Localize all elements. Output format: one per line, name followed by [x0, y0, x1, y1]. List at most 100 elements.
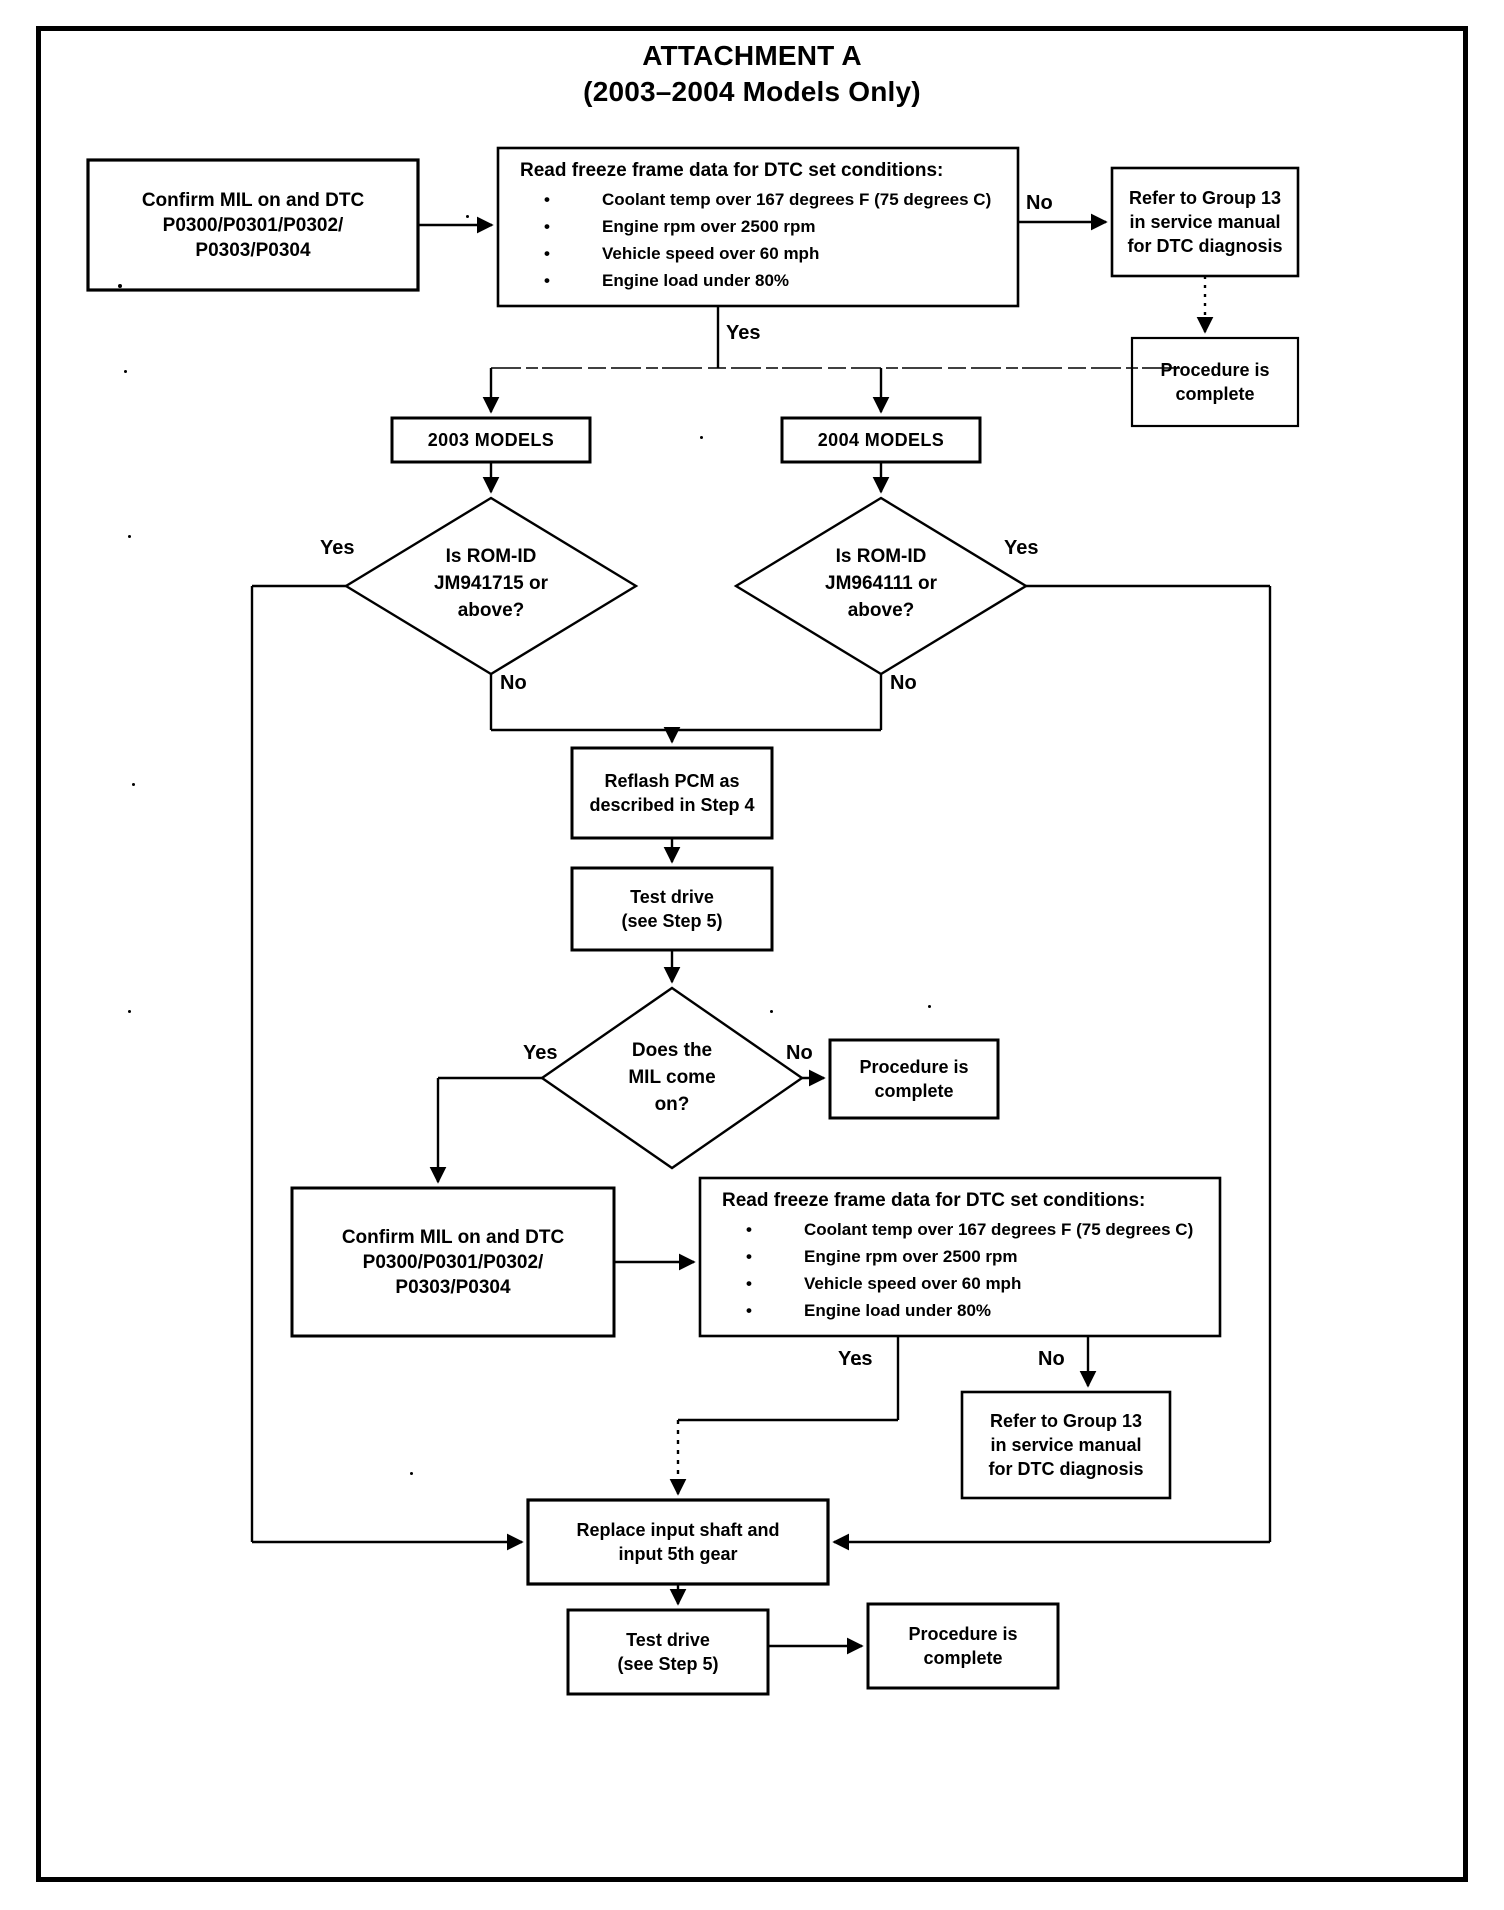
confirm-mil-top-line2: P0300/P0301/P0302/	[162, 214, 344, 236]
refer-group13-lower-line2: in service manual	[990, 1435, 1142, 1455]
refer-group13-top-line3: for DTC diagnosis	[1127, 236, 1283, 256]
bullet-icon: •	[544, 190, 550, 209]
procedure-complete-bottom-line1: Procedure is	[908, 1624, 1018, 1644]
list-item: • Coolant temp over 167 degrees F (75 deg…	[746, 1216, 1214, 1243]
mil-come-on-line2: MIL come	[628, 1067, 716, 1088]
refer-group13-lower-line1: Refer to Group 13	[989, 1411, 1143, 1431]
bullet-icon: •	[544, 271, 550, 290]
rom-id-2003-line3: above?	[457, 600, 525, 621]
node-mil-come-on: Does the MIL come on?	[572, 1037, 772, 1118]
bullet-icon: •	[544, 217, 550, 236]
mil-come-on-line3: on?	[654, 1094, 690, 1115]
models-2004-label: 2004 MODELS	[817, 429, 945, 450]
node-2004-models: 2004 MODELS	[782, 418, 980, 462]
scan-speck	[128, 535, 131, 538]
node-refer-group13-top: Refer to Group 13 in service manual for …	[1112, 168, 1298, 276]
freeze-frame-top-item-1: Coolant temp over 167 degrees F (75 degr…	[602, 190, 992, 209]
list-item: • Vehicle speed over 60 mph	[746, 1270, 1214, 1297]
rom-id-2003-line2: JM941715 or	[433, 573, 549, 594]
page-title: ATTACHMENT A	[642, 40, 862, 71]
edge-label-lower-no: No	[1038, 1348, 1065, 1370]
models-2003-label: 2003 MODELS	[427, 429, 555, 450]
freeze-frame-lower-item-3: Vehicle speed over 60 mph	[804, 1274, 1022, 1293]
edge-label-mil-no: No	[786, 1042, 813, 1064]
procedure-complete-mid-line1: Procedure is	[859, 1057, 969, 1077]
procedure-complete-top-line2: complete	[1175, 384, 1255, 404]
bullet-icon: •	[746, 1247, 752, 1266]
mil-come-on-line1: Does the	[631, 1040, 713, 1061]
procedure-complete-bottom-line2: complete	[923, 1648, 1003, 1668]
list-item: • Engine load under 80%	[746, 1297, 1214, 1324]
test-drive-bottom-line1: Test drive	[626, 1630, 710, 1650]
reflash-pcm-line1: Reflash PCM as	[604, 771, 740, 791]
bullet-icon: •	[544, 244, 550, 263]
replace-input-shaft-line1: Replace input shaft and	[576, 1520, 780, 1540]
confirm-mil-top-line1: Confirm MIL on and DTC	[141, 189, 365, 211]
scan-speck	[132, 783, 135, 786]
node-test-drive-bottom: Test drive (see Step 5)	[568, 1610, 768, 1694]
freeze-frame-lower-item-4: Engine load under 80%	[804, 1301, 992, 1320]
rom-id-2004-line3: above?	[847, 600, 915, 621]
scan-speck	[700, 436, 703, 439]
node-procedure-complete-top: Procedure is complete	[1132, 338, 1298, 426]
edge-label-top-no: No	[1026, 192, 1053, 214]
confirm-mil-top-line3: P0303/P0304	[195, 239, 311, 261]
freeze-frame-lower-item-1: Coolant temp over 167 degrees F (75 degr…	[804, 1220, 1194, 1239]
edge-label-rom2003-yes: Yes	[320, 537, 355, 559]
scan-speck	[466, 215, 469, 218]
list-item: • Engine rpm over 2500 rpm	[746, 1243, 1214, 1270]
reflash-pcm-line2: described in Step 4	[589, 795, 755, 815]
page-subtitle: (2003–2004 Models Only)	[583, 76, 921, 107]
scan-speck	[770, 1010, 773, 1013]
node-reflash-pcm: Reflash PCM as described in Step 4	[572, 748, 772, 838]
scan-speck	[858, 1362, 861, 1365]
scan-speck	[124, 370, 127, 373]
node-2003-models: 2003 MODELS	[392, 418, 590, 462]
procedure-complete-mid-line2: complete	[874, 1081, 954, 1101]
rom-id-2004-line1: Is ROM-ID	[835, 546, 927, 567]
scan-speck	[118, 284, 122, 288]
confirm-mil-lower-line1: Confirm MIL on and DTC	[341, 1226, 565, 1248]
node-refer-group13-lower: Refer to Group 13 in service manual for …	[962, 1392, 1170, 1498]
freeze-frame-lower-heading: Read freeze frame data for DTC set condi…	[722, 1190, 1146, 1211]
list-item: • Engine rpm over 2500 rpm	[544, 213, 1012, 240]
freeze-frame-top-item-4: Engine load under 80%	[602, 271, 790, 290]
bullet-icon: •	[746, 1220, 752, 1239]
scan-speck	[410, 1472, 413, 1475]
node-procedure-complete-bottom: Procedure is complete	[868, 1604, 1058, 1688]
freeze-frame-top-heading: Read freeze frame data for DTC set condi…	[520, 160, 944, 181]
edge-label-rom2004-no: No	[890, 672, 917, 694]
list-item: • Vehicle speed over 60 mph	[544, 240, 1012, 267]
bullet-icon: •	[746, 1301, 752, 1320]
freeze-frame-lower-item-2: Engine rpm over 2500 rpm	[804, 1247, 1018, 1266]
list-item: • Coolant temp over 167 degrees F (75 deg…	[544, 186, 1012, 213]
edge-label-rom2003-no: No	[500, 672, 527, 694]
edge-label-rom2004-yes: Yes	[1004, 537, 1039, 559]
rom-id-2004-line2: JM964111 or	[825, 573, 937, 594]
freeze-frame-top-item-3: Vehicle speed over 60 mph	[602, 244, 820, 263]
node-freeze-frame-top: Read freeze frame data for DTC set condi…	[508, 160, 1012, 294]
test-drive-mid-line1: Test drive	[630, 887, 714, 907]
refer-group13-lower-line3: for DTC diagnosis	[988, 1459, 1144, 1479]
page-border	[36, 26, 1468, 1882]
procedure-complete-top-line1: Procedure is	[1160, 360, 1270, 380]
bullet-icon: •	[746, 1274, 752, 1293]
node-confirm-mil-top: Confirm MIL on and DTC P0300/P0301/P0302…	[88, 160, 418, 290]
node-rom-id-2004: Is ROM-ID JM964111 or above?	[781, 543, 981, 624]
list-item: • Engine load under 80%	[544, 267, 1012, 294]
freeze-frame-top-item-2: Engine rpm over 2500 rpm	[602, 217, 816, 236]
confirm-mil-lower-line3: P0303/P0304	[395, 1276, 511, 1298]
scan-speck	[128, 1010, 131, 1013]
scan-speck	[928, 1005, 931, 1008]
node-procedure-complete-mid: Procedure is complete	[830, 1040, 998, 1118]
node-rom-id-2003: Is ROM-ID JM941715 or above?	[391, 543, 591, 624]
node-confirm-mil-lower: Confirm MIL on and DTC P0300/P0301/P0302…	[292, 1188, 614, 1336]
node-test-drive-mid: Test drive (see Step 5)	[572, 868, 772, 950]
refer-group13-top-line1: Refer to Group 13	[1128, 188, 1282, 208]
freeze-frame-lower-list: • Coolant temp over 167 degrees F (75 deg…	[710, 1216, 1214, 1324]
freeze-frame-top-list: • Coolant temp over 167 degrees F (75 deg…	[508, 186, 1012, 294]
rom-id-2003-line1: Is ROM-ID	[445, 546, 537, 567]
node-replace-input-shaft: Replace input shaft and input 5th gear	[528, 1500, 828, 1584]
